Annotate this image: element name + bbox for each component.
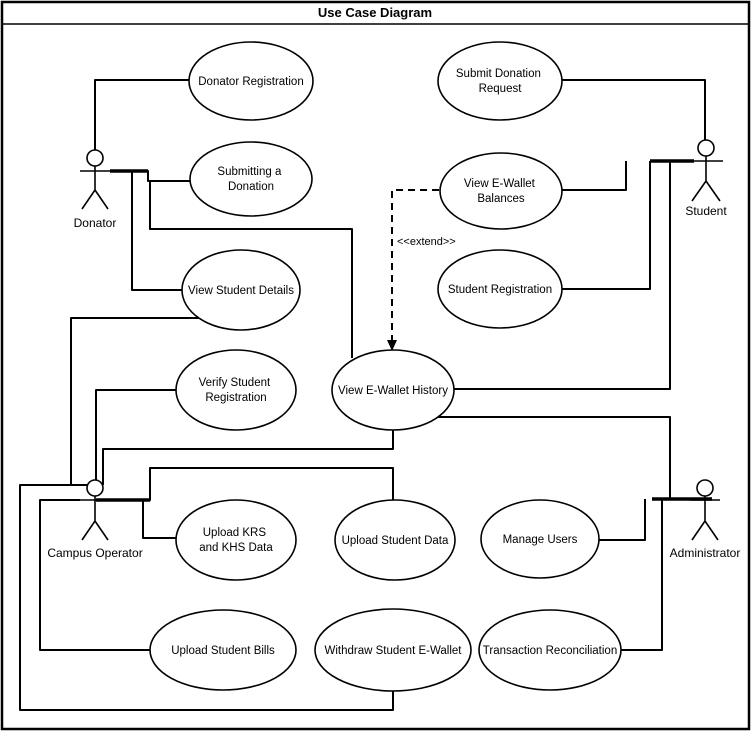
actor-donator[interactable]: Donator (74, 149, 117, 230)
association-student-student-registration[interactable] (562, 161, 651, 290)
usecase-view-student-details[interactable]: View Student Details (181, 249, 301, 331)
usecase-label: View E-Wallet Balances (464, 178, 538, 205)
usecase-label: Student Registration (448, 284, 552, 296)
usecase-view-ewallet-balances[interactable]: View E-Wallet Balances (439, 152, 563, 230)
usecase-student-registration[interactable]: Student Registration (437, 249, 563, 329)
usecase-label: Upload Student Bills (171, 645, 275, 657)
association-donator-donator-registration[interactable] (94, 79, 189, 150)
extend-arrowhead-icon (387, 340, 397, 351)
association-campus-operator-upload-student-bills[interactable] (39, 499, 150, 651)
association-student-view-ewallet-history[interactable] (454, 161, 671, 390)
usecase-label: Upload KRS and KHS Data (199, 527, 273, 554)
association-campus-operator-verify-student-registration[interactable] (95, 389, 176, 480)
usecase-label: Manage Users (503, 534, 578, 546)
usecase-label: Submit Donation Request (456, 68, 544, 95)
actor-body-icon (690, 496, 720, 541)
association-administrator-manage-users[interactable] (599, 499, 646, 541)
usecase-label: Submitting a Donation (217, 166, 284, 193)
usecase-manage-users[interactable]: Manage Users (480, 499, 600, 579)
usecase-donator-registration[interactable]: Donator Registration (188, 41, 314, 121)
usecase-label: Withdraw Student E-Wallet (325, 645, 463, 657)
extend-dashed-line[interactable] (391, 189, 439, 341)
usecase-transaction-reconciliation[interactable]: Transaction Reconciliation (478, 609, 622, 691)
extend-relationship[interactable]: <<extend>> (387, 189, 456, 351)
actor-body-icon (80, 496, 110, 541)
usecase-label: Upload Student Data (342, 535, 449, 547)
actor-label: Student (685, 204, 727, 218)
usecase-upload-krs-khs[interactable]: Upload KRS and KHS Data (175, 499, 297, 581)
actor-body-icon (689, 156, 723, 202)
usecase-upload-student-data[interactable]: Upload Student Data (334, 499, 456, 581)
actor-body-icon (80, 166, 110, 210)
usecase-submit-donation-request[interactable]: Submit Donation Request (437, 41, 563, 121)
actor-campus-operator[interactable]: Campus Operator (47, 479, 143, 560)
page-title: Use Case Diagram (318, 5, 432, 20)
usecase-submitting-a-donation[interactable]: Submitting a Donation (189, 141, 313, 217)
actor-student[interactable]: Student (685, 139, 727, 218)
association-administrator-view-ewallet-history[interactable] (438, 416, 671, 499)
association-campus-operator-view-ewallet-history[interactable] (102, 430, 394, 485)
actor-label: Donator (74, 216, 117, 230)
usecase-upload-student-bills[interactable]: Upload Student Bills (149, 609, 297, 691)
association-donator-view-ewallet-history[interactable] (149, 181, 353, 358)
association-donator-view-student-details[interactable] (131, 171, 182, 291)
usecase-label: Donator Registration (198, 76, 303, 88)
usecase-label: View E-Wallet History (338, 385, 448, 397)
actor-label: Campus Operator (47, 546, 142, 560)
association-student-view-ewallet-balances[interactable] (562, 161, 627, 191)
usecase-label: Verify Student Registration (199, 377, 274, 404)
usecase-verify-student-registration[interactable]: Verify Student Registration (175, 349, 297, 431)
usecase-withdraw-student-ewallet[interactable]: Withdraw Student E-Wallet (314, 608, 472, 692)
association-campus-operator-withdraw-student-ewallet[interactable] (19, 484, 394, 711)
association-student-submit-donation-request[interactable] (562, 79, 706, 140)
association-administrator-transaction-reconciliation[interactable] (621, 500, 663, 651)
extend-stereotype-label: <<extend>> (397, 236, 456, 248)
usecase-label: Transaction Reconciliation (483, 645, 617, 657)
usecase-view-ewallet-history[interactable]: View E-Wallet History (331, 349, 455, 431)
actor-administrator[interactable]: Administrator (670, 479, 741, 560)
usecase-label: View Student Details (188, 285, 294, 297)
connector-layer (19, 79, 712, 711)
actor-label: Administrator (670, 546, 741, 560)
